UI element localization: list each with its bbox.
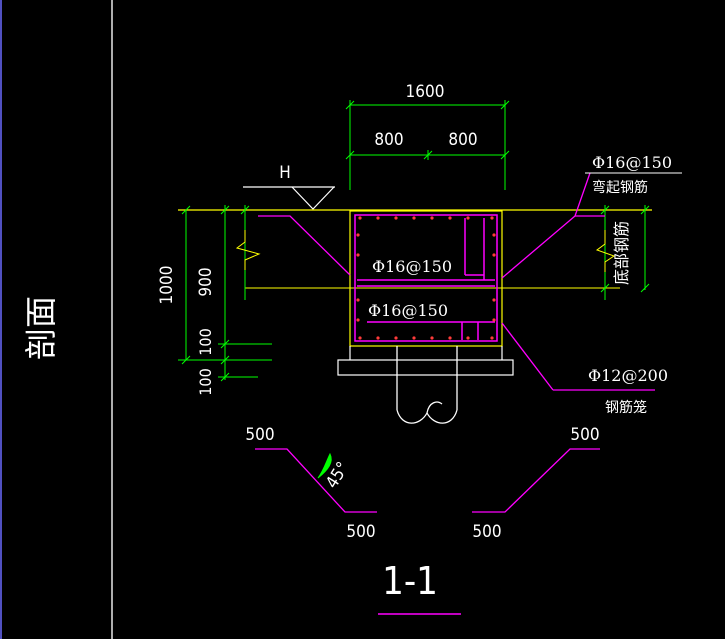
elevation-mark: H [279, 163, 291, 183]
concrete-body [337, 210, 514, 376]
rebar-cage [354, 214, 498, 342]
pile [396, 346, 458, 424]
slope-angle-mark [317, 452, 332, 479]
bent-rebar [258, 172, 655, 391]
side-panel-label: 剖面 [22, 296, 60, 360]
section-title: 1-1 [382, 559, 438, 603]
left-dimensions [178, 205, 272, 382]
label-stirrup-note: 钢筋笼 [605, 399, 647, 416]
elevation-symbol [243, 186, 335, 210]
dim-half-width-left: 800 [374, 130, 403, 150]
dim-lower-height-a: 100 [196, 328, 215, 355]
dim-total-width: 1600 [406, 82, 445, 102]
label-inner-upper-rebar: Φ16@150 [372, 257, 452, 276]
dim-upper-height: 900 [196, 267, 216, 296]
dim-slope-top-right: 500 [570, 425, 599, 445]
slope-detail [255, 448, 600, 513]
dim-slope-top-left: 500 [245, 425, 274, 445]
dim-slope-bottom-right: 500 [472, 522, 501, 542]
side-rebar-note: 底部钢筋 [612, 221, 631, 285]
label-top-bent-rebar: Φ16@150 [592, 153, 672, 172]
left-break-symbol [235, 230, 261, 270]
dim-total-height: 1000 [157, 266, 177, 305]
rebar-points [356, 216, 496, 340]
right-break-symbol [595, 230, 616, 272]
dim-slope-bottom-left: 500 [346, 522, 375, 542]
dim-lower-height-b: 100 [196, 368, 215, 395]
label-stirrup: Φ12@200 [588, 366, 668, 385]
dim-half-width-right: 800 [448, 130, 477, 150]
top-dimensions [345, 100, 510, 190]
label-inner-lower-rebar: Φ16@150 [368, 301, 448, 320]
label-top-bent-note: 弯起钢筋 [592, 179, 648, 196]
